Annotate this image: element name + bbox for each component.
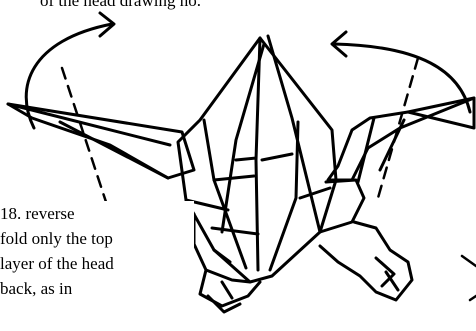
edge-fragment-2 [470, 296, 476, 300]
step-line-1: 18. reverse [0, 201, 190, 226]
head-body [178, 36, 336, 282]
right-legs [320, 180, 412, 300]
step-line-4: back, as in [0, 276, 190, 301]
right-wing [328, 98, 474, 182]
left-wing [8, 104, 194, 178]
step-instruction: 18. reverse fold only the top layer of t… [0, 201, 194, 301]
step-line-2: fold only the top [0, 226, 190, 251]
right-curved-arrow-icon [332, 32, 470, 112]
edge-fragment [462, 256, 476, 266]
left-fold-dashed-line [62, 68, 108, 208]
step-line-3: layer of the head [0, 251, 190, 276]
